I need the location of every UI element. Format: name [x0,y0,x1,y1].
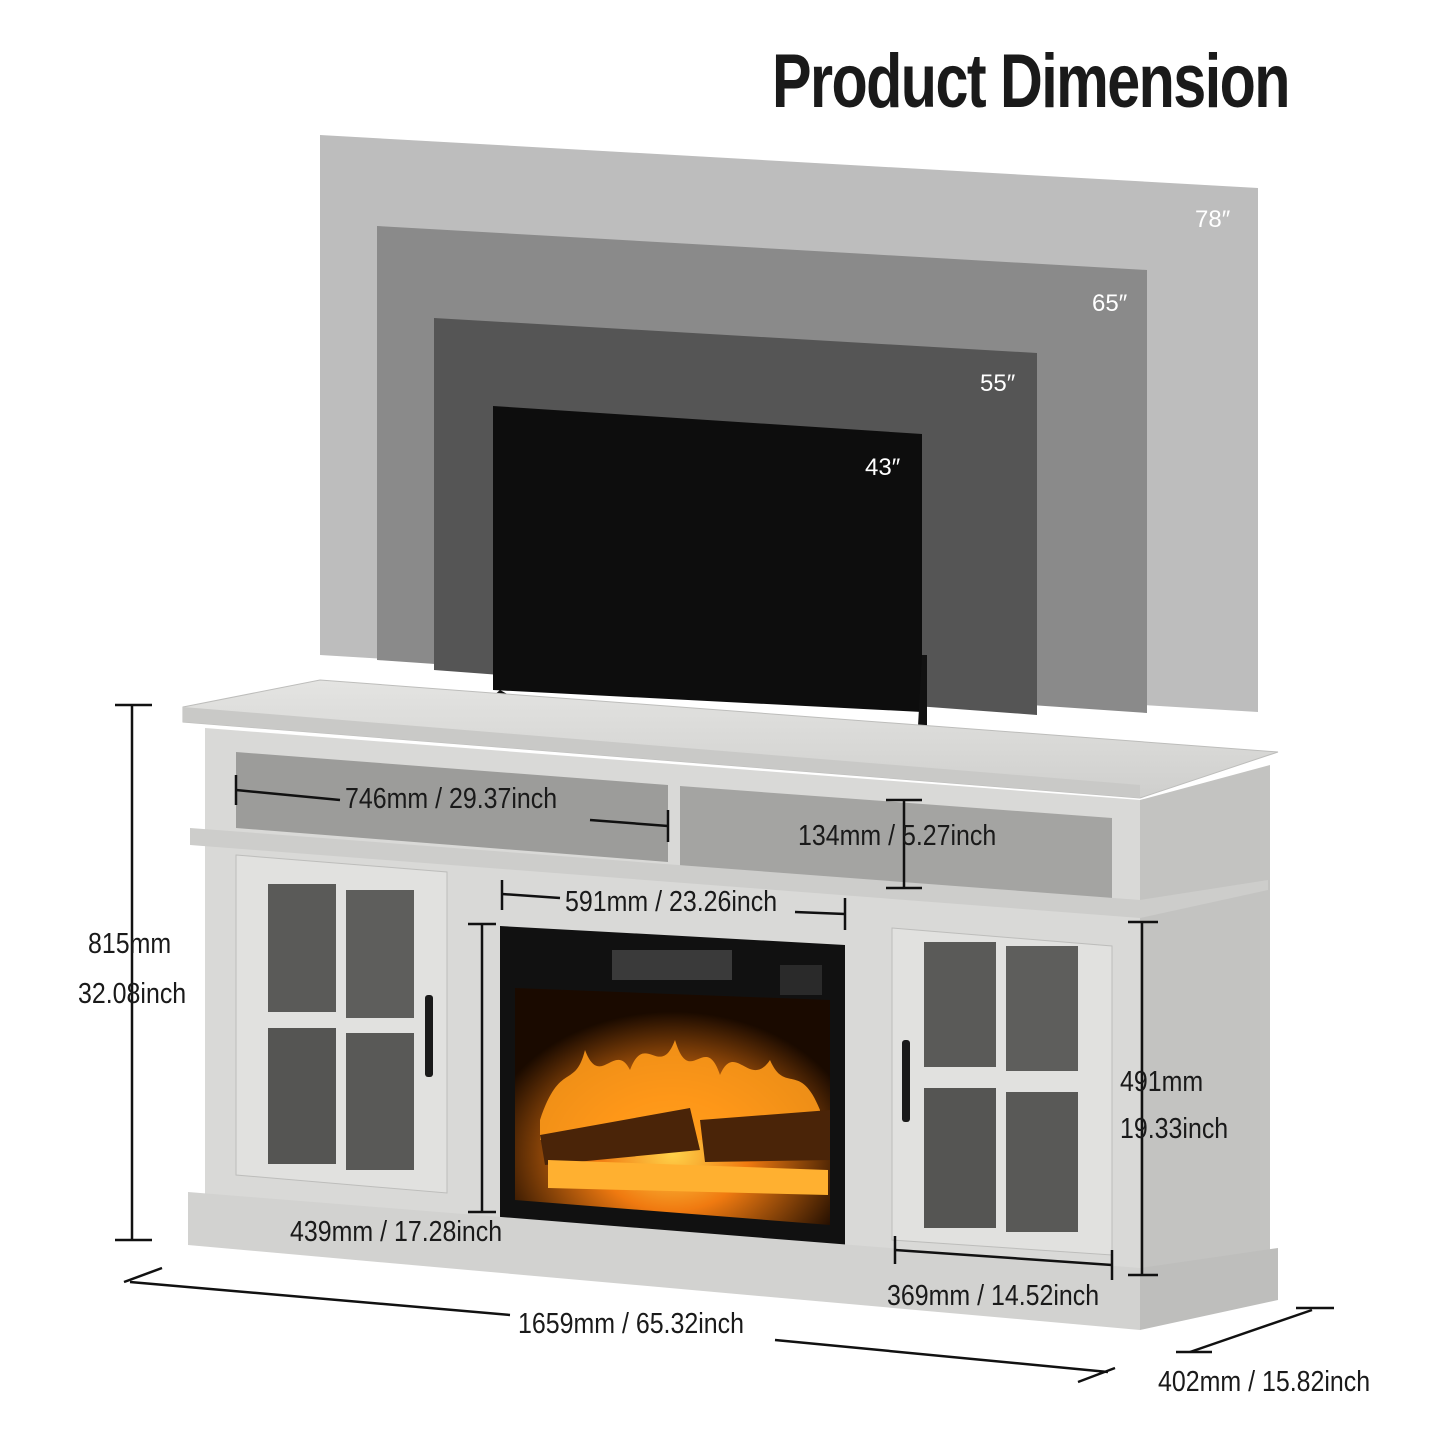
tv-stand-right [892,655,948,750]
right-glass-1 [924,942,996,1067]
left-door-handle [425,995,433,1077]
open-shelf-left [236,752,668,862]
dimension-lines [115,703,1334,1384]
fireplace-width-label: 591mm / 23.26inch [565,886,778,918]
console-base-side [1140,1248,1278,1330]
tv-size-43-label: 43″ [865,454,901,481]
right-glass-2 [1006,946,1078,1071]
cabinet-height-mm-label: 491mm [1120,1066,1204,1098]
page-title: Product Dimension [772,39,1290,124]
tv-size-55-label: 55″ [980,370,1016,397]
left-cabinet-door [235,854,448,1194]
left-glass-3 [268,1028,336,1164]
shelf-height-label: 134mm / 5.27inch [798,820,997,852]
depth-label: 402mm / 15.82inch [1158,1366,1371,1398]
console-side [1140,765,1270,1280]
right-glass-3 [924,1088,996,1228]
left-glass-2 [346,890,414,1018]
tv-43-screen [493,406,922,712]
heater-vent [612,950,732,980]
left-cabinet-width-label: 439mm / 17.28inch [290,1216,503,1248]
console-base [188,1192,1140,1330]
flames [540,1040,820,1140]
right-cabinet-width-label: 369mm / 14.52inch [887,1280,1100,1312]
left-glass-4 [346,1033,414,1170]
control-panel [780,965,822,995]
total-height-inch-label: 32.08inch [78,978,187,1010]
shelf-ledge [190,828,1268,918]
left-glass-1 [268,884,336,1012]
tv-size-65-label: 65″ [1092,290,1128,317]
logs [540,1108,830,1165]
right-glass-4 [1006,1092,1078,1232]
right-door-handle [902,1040,910,1122]
tv-size-78-label: 78″ [1195,206,1231,233]
console-top-front [183,707,1140,798]
total-height-mm-label: 815mm [88,928,172,960]
cabinet-height-inch-label: 19.33inch [1120,1113,1229,1145]
embers [548,1160,828,1195]
total-width-label: 1659mm / 65.32inch [518,1308,744,1340]
shelf-width-label: 746mm / 29.37inch [345,783,558,815]
